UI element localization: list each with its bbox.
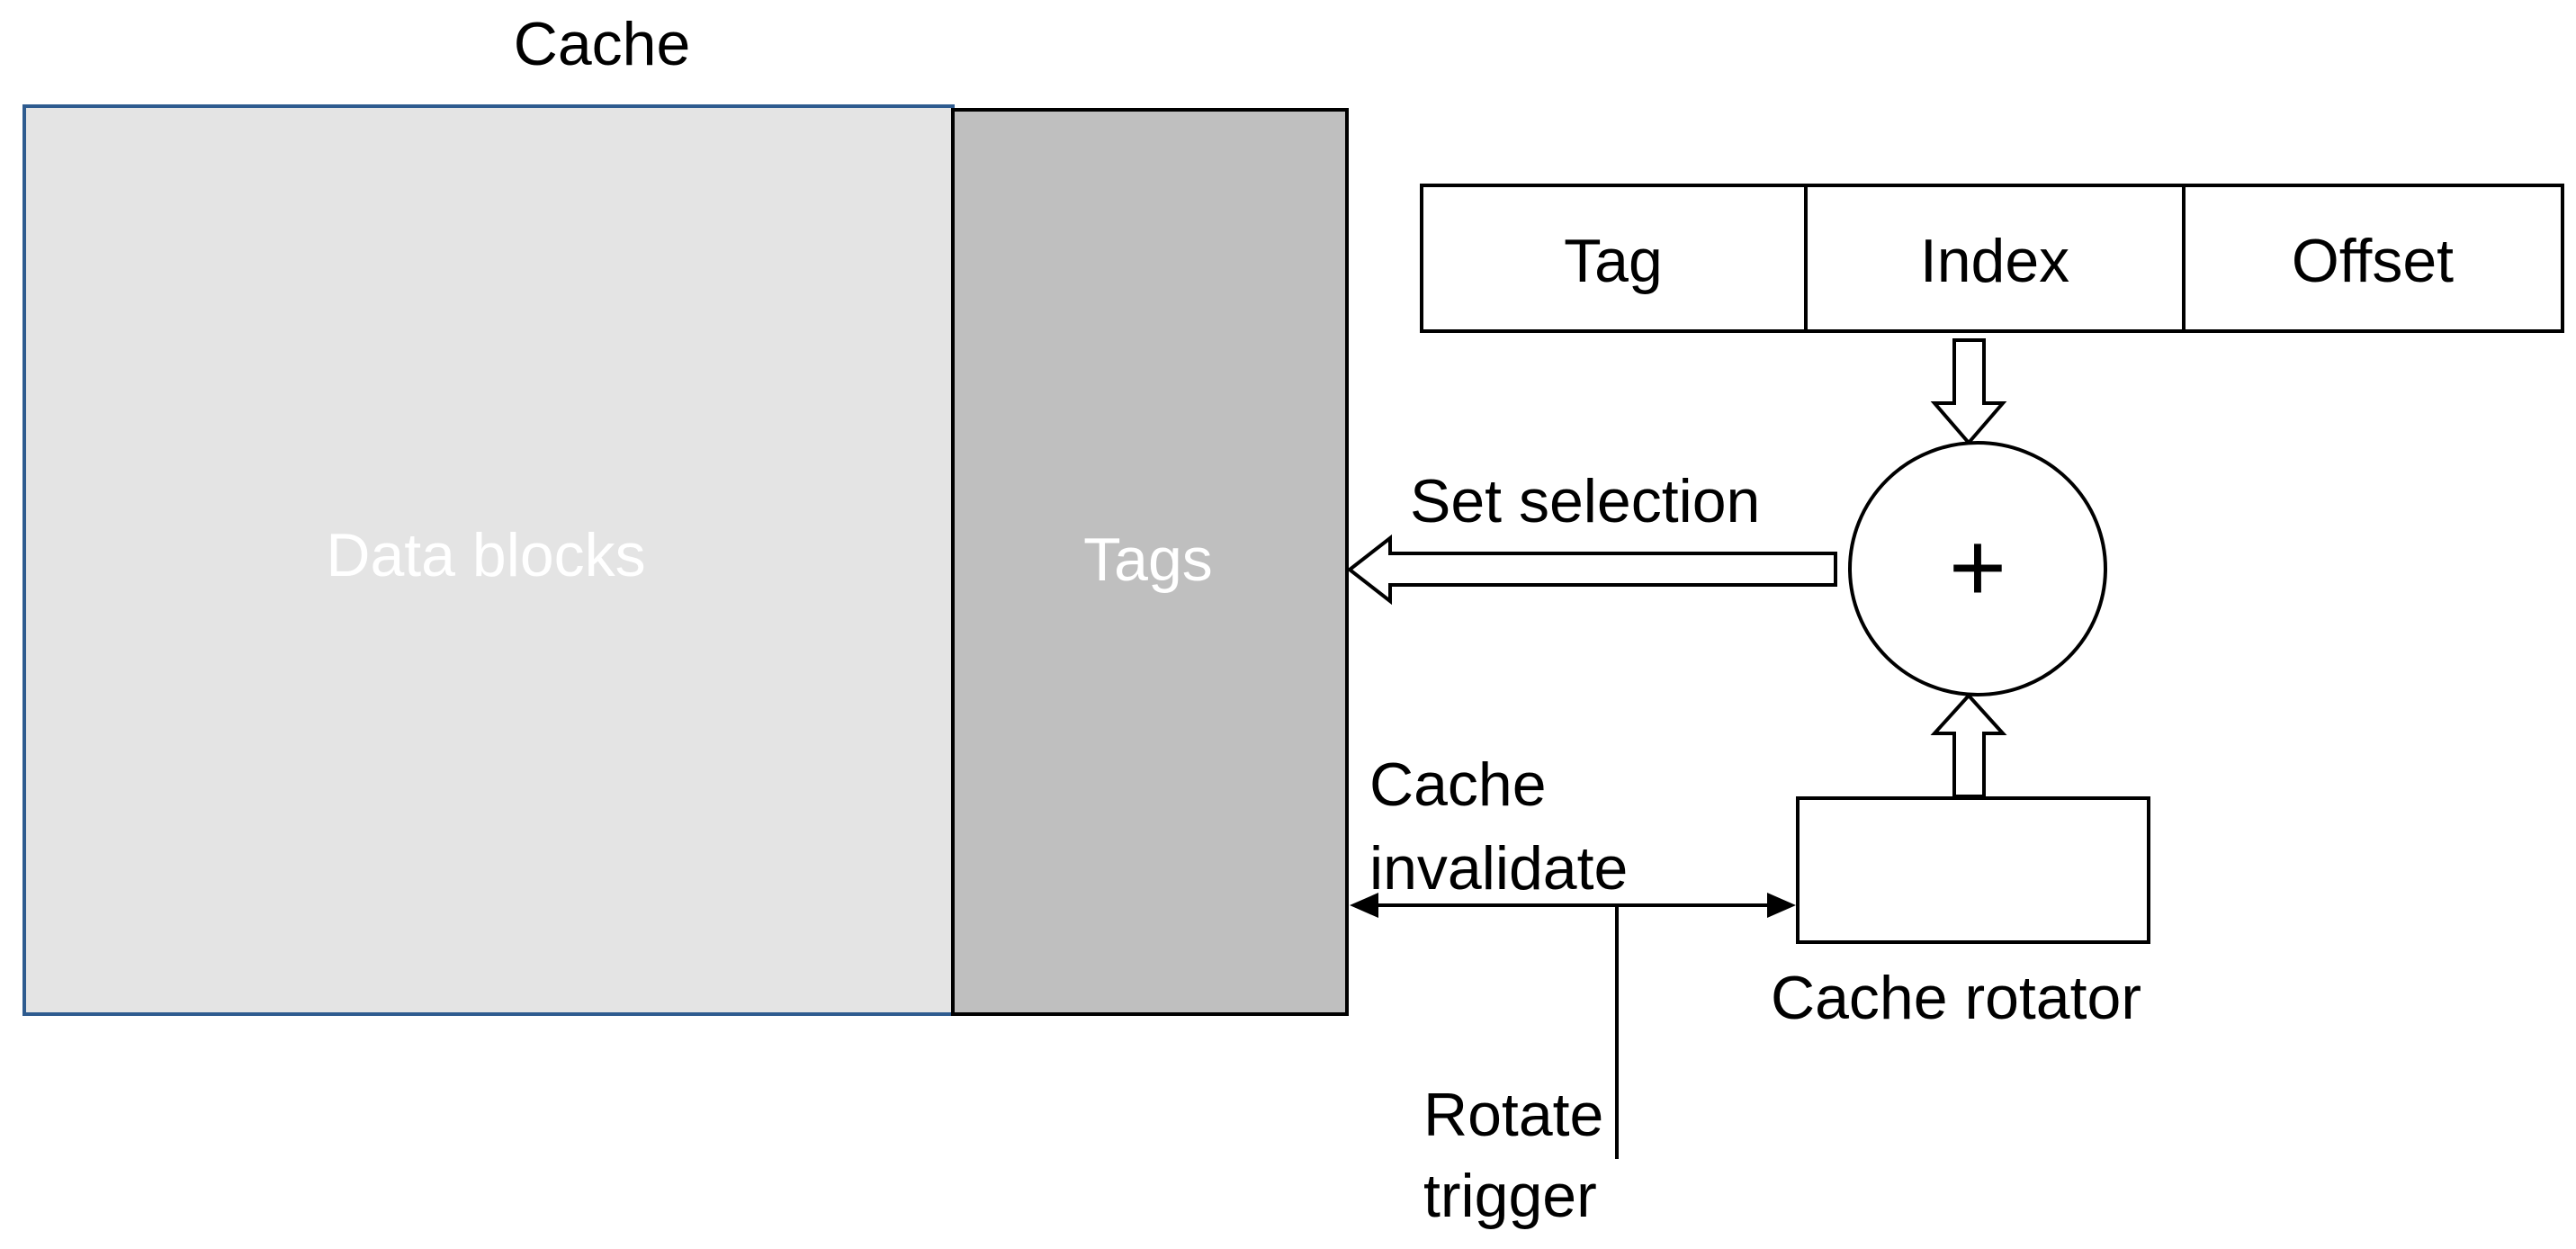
- cache-rotator-box: [1796, 796, 2150, 944]
- rotate-trigger-label-line2: trigger: [1423, 1162, 1597, 1230]
- cache-invalidate-label-line2: invalidate: [1369, 834, 1628, 903]
- adder-plus-symbol: +: [1949, 512, 2006, 623]
- address-field-index-label: Index: [1920, 227, 2069, 295]
- adder-circle: [1848, 441, 2107, 696]
- address-field-offset: [2182, 184, 2564, 333]
- rotate-trigger-label-line1: Rotate: [1423, 1081, 1603, 1149]
- data-blocks-region: [22, 104, 955, 1016]
- data-blocks-label: Data blocks: [326, 521, 645, 589]
- address-field-offset-label: Offset: [2292, 227, 2454, 295]
- cache-invalidate-arrowhead-left: [1350, 893, 1378, 918]
- tags-region: [951, 108, 1349, 1016]
- tags-label: Tags: [1083, 526, 1213, 594]
- address-field-tag: [1420, 184, 1808, 333]
- cache-title: Cache: [514, 10, 691, 78]
- cache-invalidate-label-line1: Cache: [1369, 750, 1547, 819]
- index-to-adder-arrow: [1930, 338, 2007, 446]
- cache-rotator-label: Cache rotator: [1771, 964, 2141, 1032]
- set-selection-label: Set selection: [1410, 467, 1760, 535]
- cache-invalidate-arrowhead-right: [1767, 893, 1796, 918]
- address-field-tag-label: Tag: [1564, 227, 1663, 295]
- rotator-to-adder-arrow: [1930, 693, 2007, 798]
- set-selection-arrow: [1346, 534, 1837, 606]
